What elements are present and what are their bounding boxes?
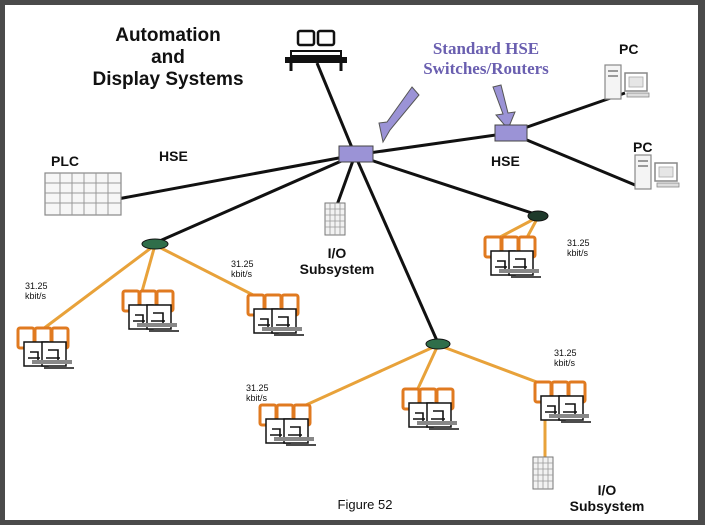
- plc-label: PLC: [51, 153, 79, 169]
- io-subsystem-icon: [324, 202, 346, 236]
- figure-caption: Figure 52: [337, 497, 393, 512]
- arrow-icon: [378, 86, 420, 144]
- switch-icon: [338, 145, 374, 163]
- hse-right-label: HSE: [491, 153, 520, 169]
- field-device-icon: [533, 380, 593, 424]
- field-device-icon: [258, 403, 318, 447]
- field-device-icon: [121, 289, 181, 333]
- network-diagram: [16, 29, 680, 490]
- switch-icon: [494, 124, 528, 142]
- coupler-icon: [425, 338, 451, 350]
- field-device-icon: [246, 293, 306, 337]
- field-device-icon: [483, 235, 543, 279]
- automation-label: Automation and Display Systems: [92, 25, 244, 90]
- standard-hse-label: Standard HSE Switches/Routers: [423, 39, 549, 78]
- pc-top-label: PC: [619, 41, 639, 57]
- speed-label: 31.25 kbit/s: [25, 281, 48, 302]
- speed-label: 31.25 kbit/s: [554, 348, 577, 369]
- workstation-icon: [285, 29, 347, 71]
- hse-backbone: [84, 62, 636, 344]
- coupler-icon: [141, 238, 169, 250]
- plc-icon: [44, 172, 122, 216]
- field-device-icon: [401, 387, 461, 431]
- hse-left-label: HSE: [159, 148, 188, 164]
- speed-label: 31.25 kbit/s: [246, 383, 269, 404]
- arrow-icon: [492, 84, 516, 130]
- io-center-label: I/O Subsystem: [299, 245, 375, 278]
- pc-icon: [604, 64, 650, 100]
- field-device-icon: [16, 326, 76, 370]
- speed-label: 31.25 kbit/s: [231, 259, 254, 280]
- coupler-icon: [527, 210, 549, 222]
- pc-icon: [634, 154, 680, 190]
- io-subsystem-icon: [532, 456, 554, 490]
- pc-mid-label: PC: [633, 139, 653, 155]
- io-bottom-label: I/O Subsystem: [569, 482, 645, 515]
- speed-label: 31.25 kbit/s: [567, 238, 590, 259]
